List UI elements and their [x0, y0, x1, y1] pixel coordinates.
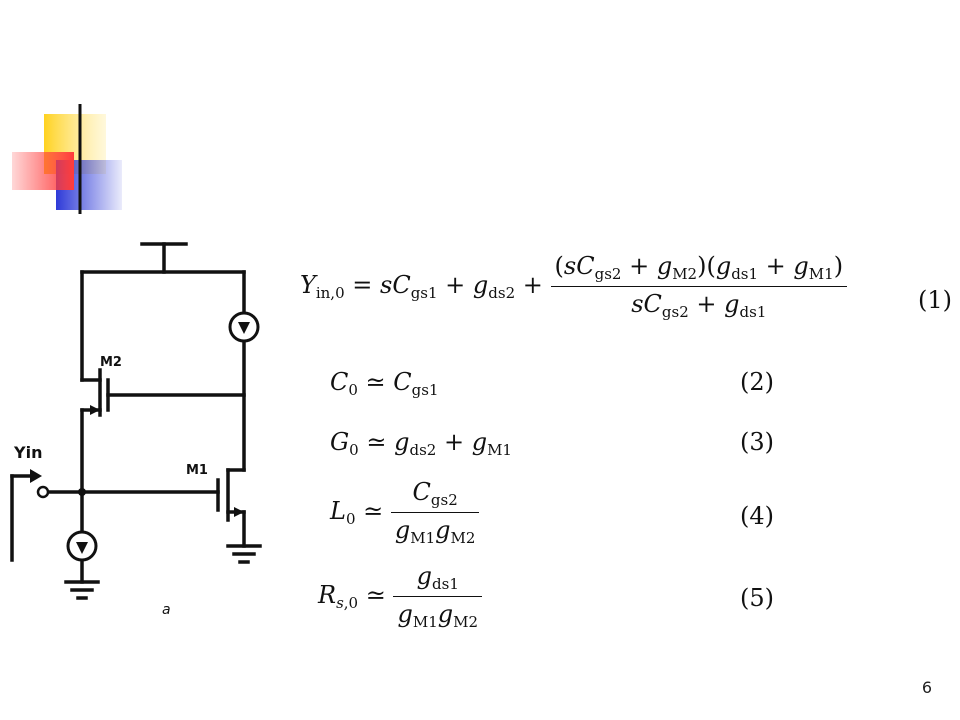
- node-dot: [78, 488, 86, 496]
- equation-3: G0 ≃ gds2 + gM1: [330, 428, 512, 459]
- equation-3-number: (3): [740, 428, 774, 456]
- equation-4-number: (4): [740, 502, 774, 530]
- current-source-top-arrow: [238, 322, 250, 334]
- equation-4-fraction: Cgs2 gM1gM2: [390, 478, 480, 547]
- label-m1: M1: [186, 463, 208, 478]
- label-yin: Yin: [13, 443, 42, 462]
- m1-source-arrow: [234, 507, 244, 517]
- equation-1: Yin,0 = sCgs1 + gds2 + (sCgs2 + gM2)(gds…: [300, 252, 880, 321]
- current-source-bottom-arrow: [76, 542, 88, 554]
- equation-5: Rs,0 ≃ gds1 gM1gM2: [318, 562, 898, 631]
- equation-1-number: (1): [918, 286, 952, 314]
- label-caption: a: [162, 602, 171, 618]
- title-decoration: [12, 104, 880, 214]
- page-number: 6: [921, 678, 932, 697]
- yin-terminal: [36, 485, 50, 499]
- yin-arrow-head: [30, 469, 42, 483]
- equation-5-number: (5): [740, 584, 774, 612]
- red-square: [12, 152, 74, 190]
- label-m2: M2: [100, 355, 122, 370]
- equation-1-fraction: (sCgs2 + gM2)(gds1 + gM1) sCgs2 + gds1: [550, 252, 848, 321]
- equation-5-fraction: gds1 gM1gM2: [393, 562, 483, 631]
- equation-2: C0 ≃ Cgs1: [330, 368, 439, 399]
- equation-2-number: (2): [740, 368, 774, 396]
- circuit-schematic: M2 M1 Yin a: [10, 242, 262, 618]
- m2-source-arrow: [90, 405, 100, 415]
- equation-4: L0 ≃ Cgs2 gM1gM2: [330, 478, 910, 547]
